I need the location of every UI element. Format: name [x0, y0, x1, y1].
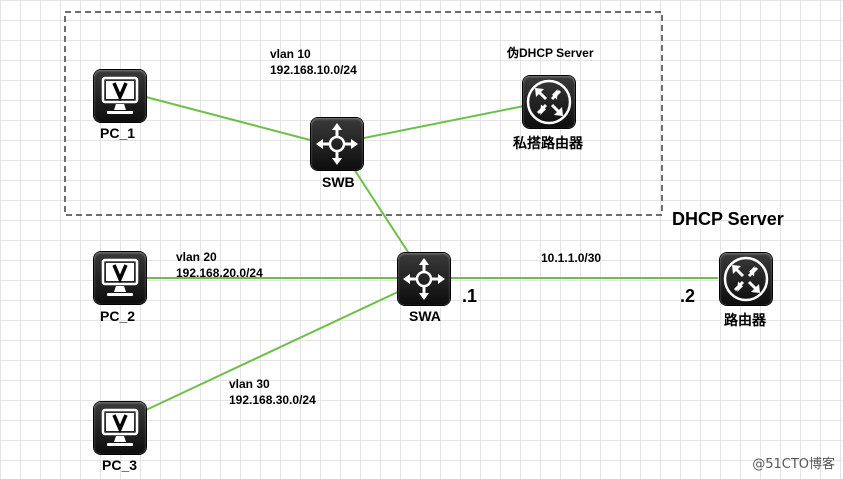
pc2-device[interactable]	[94, 252, 146, 304]
router-icon	[526, 79, 572, 125]
watermark: @51CTO博客	[752, 457, 835, 472]
swb-device[interactable]	[311, 118, 363, 170]
vlan20-subnet: 192.168.20.0/24	[176, 266, 263, 280]
vlan30-subnet: 192.168.30.0/24	[229, 393, 316, 407]
router-ip-label: .2	[680, 286, 696, 306]
vlan30-name: vlan 30	[229, 377, 270, 391]
link-pc3-swa	[145, 289, 403, 411]
fake-dhcp-server-label: 伪DHCP Server	[507, 46, 594, 60]
pc-monitor-icon	[101, 258, 139, 296]
pc1-label: PC_1	[100, 125, 136, 141]
switch-icon	[316, 123, 358, 165]
swb-label: SWB	[322, 174, 355, 190]
pc1-device[interactable]	[94, 70, 146, 122]
link-pc1-swb	[145, 96, 311, 141]
vlan20-name: vlan 20	[176, 250, 217, 264]
pc3-device[interactable]	[94, 402, 146, 454]
switch-icon	[403, 258, 445, 300]
rogue-router-device[interactable]	[523, 76, 575, 128]
pc-monitor-icon	[101, 408, 139, 446]
pc2-label: PC_2	[100, 308, 136, 324]
link-swb-rogue-router	[363, 105, 525, 139]
dhcp-router-label: 路由器	[724, 312, 766, 328]
pc3-label: PC_3	[102, 457, 138, 473]
swa-label: SWA	[409, 308, 441, 324]
dhcp-router-device[interactable]	[720, 253, 772, 305]
dhcp-server-label: DHCP Server	[672, 209, 784, 229]
link-swb-swa	[351, 165, 411, 256]
swa-device[interactable]	[398, 253, 450, 305]
rogue-router-label: 私搭路由器	[513, 135, 583, 151]
wan-subnet-label: 10.1.1.0/30	[541, 251, 602, 265]
router-icon	[723, 256, 769, 302]
vlan10-name: vlan 10	[270, 47, 311, 61]
swa-ip-label: .1	[462, 286, 478, 306]
vlan10-subnet: 192.168.10.0/24	[270, 63, 357, 77]
pc-monitor-icon	[101, 76, 139, 114]
